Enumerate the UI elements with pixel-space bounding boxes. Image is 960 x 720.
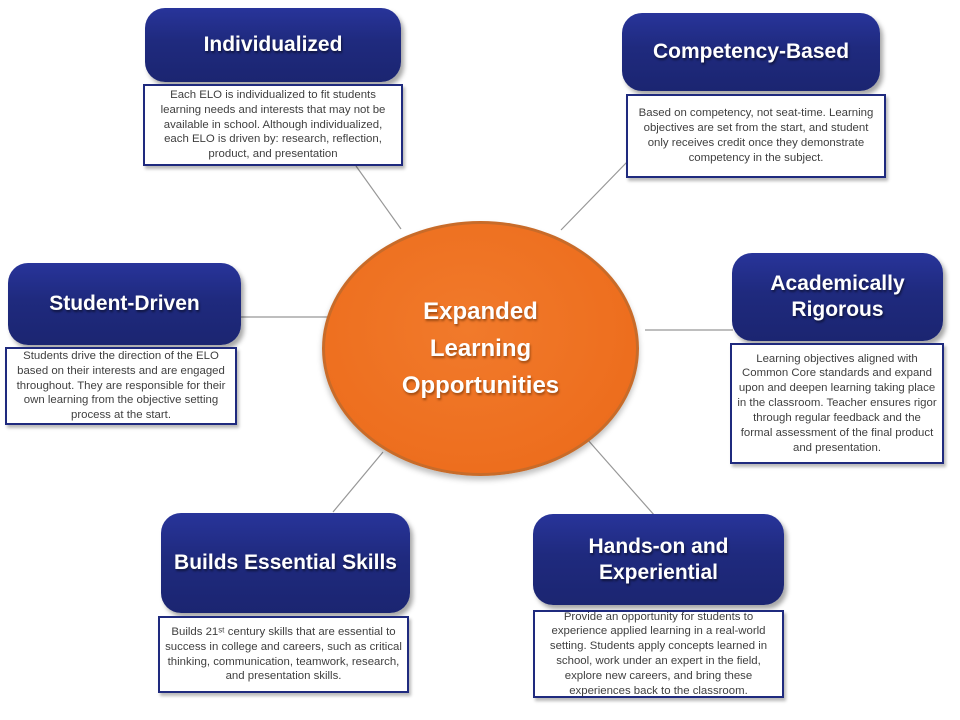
node-academically-rigorous-title: Academically Rigorous bbox=[732, 253, 943, 341]
node-individualized-title: Individualized bbox=[145, 8, 401, 82]
connector-builds-essential-skills bbox=[332, 451, 384, 513]
node-hands-on-experiential-title: Hands-on and Experiential bbox=[533, 514, 784, 605]
center-node: Expanded Learning Opportunities bbox=[322, 221, 639, 476]
node-hands-on-experiential-description: Provide an opportunity for students to e… bbox=[533, 610, 784, 698]
connector-individualized bbox=[355, 165, 402, 230]
node-builds-essential-skills-title-label: Builds Essential Skills bbox=[174, 551, 397, 575]
node-competency-based-title: Competency-Based bbox=[622, 13, 880, 91]
node-academically-rigorous-title-label: Academically Rigorous bbox=[770, 272, 905, 321]
node-hands-on-experiential-title-label: Hands-on and Experiential bbox=[588, 534, 729, 584]
node-builds-essential-skills-description: Builds 21ˢᵗ century skills that are esse… bbox=[158, 616, 409, 693]
center-node-label: Expanded Learning Opportunities bbox=[401, 297, 560, 400]
node-student-driven-title-label: Student-Driven bbox=[49, 292, 200, 316]
node-student-driven-title: Student-Driven bbox=[8, 263, 241, 345]
node-builds-essential-skills-title: Builds Essential Skills bbox=[161, 513, 410, 613]
node-academically-rigorous-description: Learning objectives aligned with Common … bbox=[730, 343, 944, 464]
connector-hands-on-experiential bbox=[586, 438, 656, 517]
node-competency-based-description: Based on competency, not seat-time. Lear… bbox=[626, 94, 886, 178]
node-individualized-description: Each ELO is individualized to fit studen… bbox=[143, 84, 403, 166]
connector-competency-based bbox=[560, 160, 629, 231]
node-student-driven-description: Students drive the direction of the ELO … bbox=[5, 347, 237, 425]
node-competency-based-title-label: Competency-Based bbox=[652, 40, 850, 64]
node-individualized-title-label: Individualized bbox=[203, 33, 343, 57]
